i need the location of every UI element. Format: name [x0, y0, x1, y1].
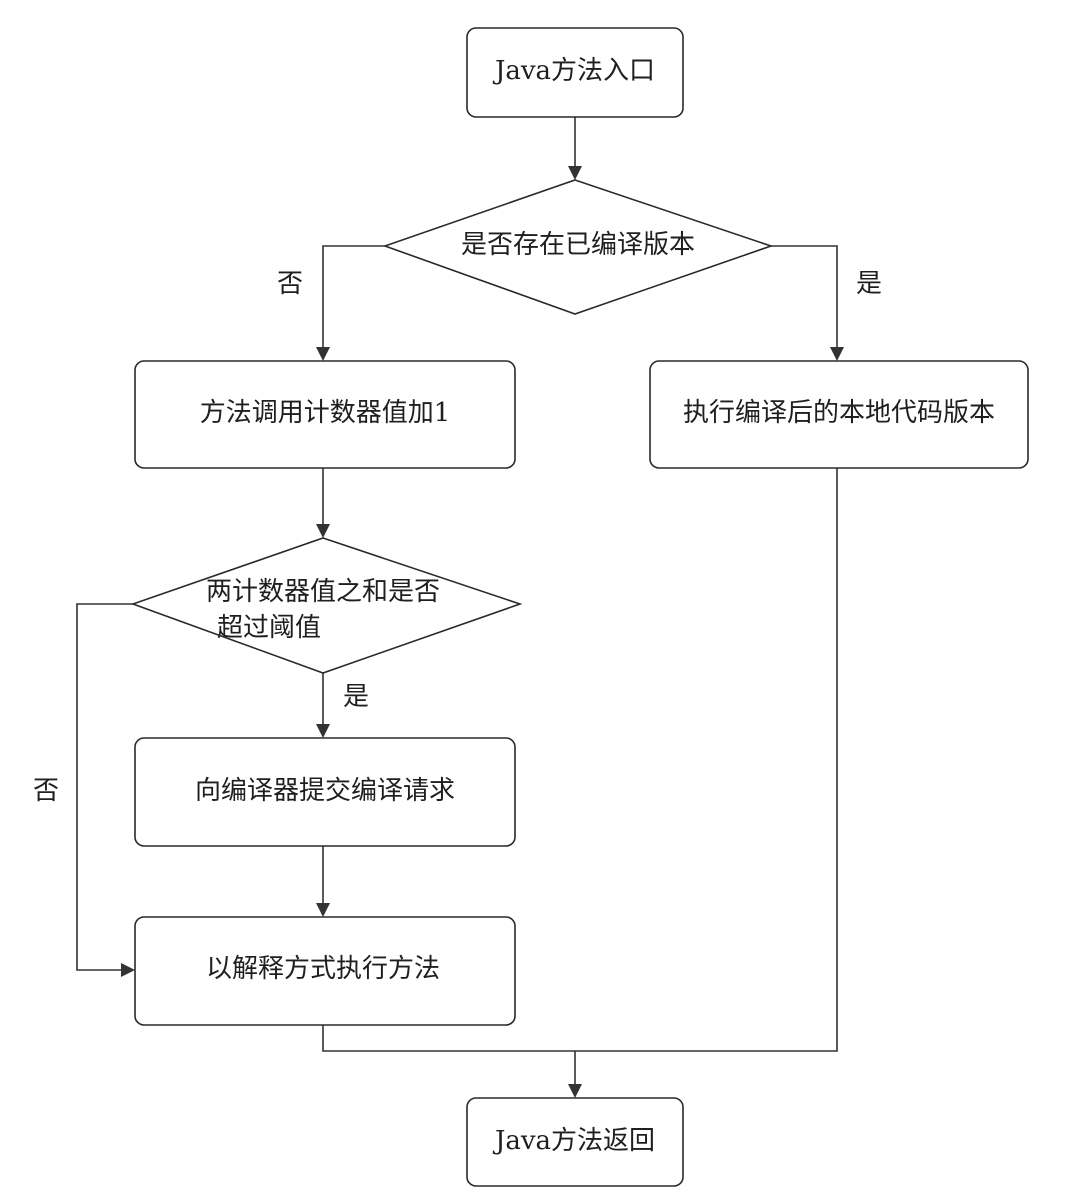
increment-counter-box — [134, 360, 516, 469]
label-threshold-yes: 是 — [343, 682, 369, 712]
edge-threshold-no — [76, 603, 133, 971]
node-java-return: Java方法返回 — [466, 1097, 684, 1187]
interpret-execute-label: 以解释方式执行方法 — [206, 954, 440, 984]
node-execute-native-code: 执行编译后的本地代码版本 — [649, 360, 1029, 469]
interpret-execute-box — [134, 916, 516, 1026]
label-compiled-yes: 是 — [856, 269, 882, 299]
execute-native-box — [649, 360, 1029, 469]
arrowhead-threshold-check — [316, 524, 330, 538]
arrowhead-submit-request — [316, 724, 330, 738]
arrowhead-interpret-execute — [316, 903, 330, 917]
compiled-version-diamond — [382, 179, 774, 315]
threshold-label-line2: 超过阈值 — [217, 613, 321, 643]
label-threshold-no: 否 — [33, 776, 59, 806]
node-threshold-check: 两计数器值之和是否 超过阈值 — [130, 537, 523, 674]
node-submit-compile-request: 向编译器提交编译请求 — [134, 737, 516, 847]
arrowhead-java-return — [568, 1084, 582, 1098]
execute-native-label: 执行编译后的本地代码版本 — [683, 398, 995, 428]
arrowhead-increment-counter — [316, 347, 330, 361]
java-return-box — [466, 1097, 684, 1187]
submit-request-box — [134, 737, 516, 847]
arrowhead-interpret-from-left — [121, 963, 135, 977]
connectors — [76, 117, 844, 1098]
threshold-label-line1: 两计数器值之和是否 — [206, 577, 440, 607]
threshold-diamond — [130, 537, 523, 674]
node-compiled-version-check: 是否存在已编译版本 — [382, 179, 774, 315]
java-entry-box — [466, 27, 684, 118]
edge-compiled-no — [322, 245, 385, 347]
edge-labels: 否 是 是 否 — [33, 269, 882, 806]
node-interpret-execute: 以解释方式执行方法 — [134, 916, 516, 1026]
label-compiled-no: 否 — [277, 269, 303, 299]
node-java-entry: Java方法入口 — [466, 27, 684, 118]
compiled-version-label: 是否存在已编译版本 — [461, 230, 695, 260]
java-entry-label: Java方法入口 — [492, 56, 655, 86]
arrowhead-compiled-check — [568, 166, 582, 180]
node-increment-counter: 方法调用计数器值加1 — [134, 360, 516, 469]
arrowhead-execute-native — [830, 347, 844, 361]
java-return-label: Java方法返回 — [492, 1126, 655, 1156]
edge-compiled-yes — [771, 245, 838, 347]
edge-interpret-to-merge — [322, 468, 838, 1052]
increment-counter-label: 方法调用计数器值加1 — [200, 398, 451, 428]
submit-request-label: 向编译器提交编译请求 — [195, 776, 455, 806]
